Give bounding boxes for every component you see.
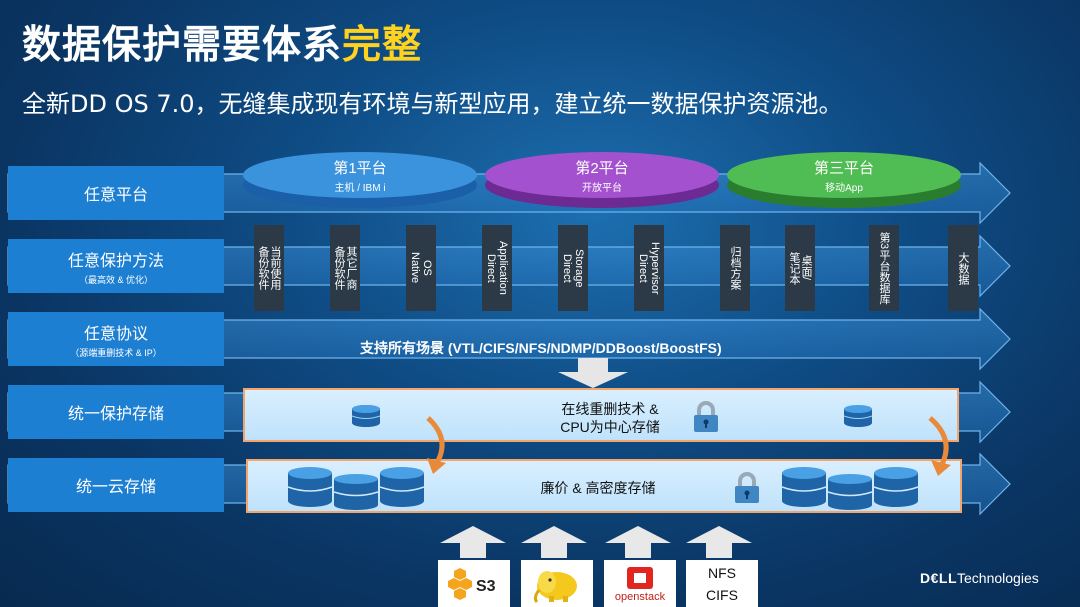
page-title: 数据保护需要体系完整 [22,23,423,68]
method-box: 当前使用 备份软件 [254,225,284,311]
nfs-cifs-label: NFS CIFS [706,564,738,603]
source-openstack: openstack [604,560,676,607]
dell-technologies-logo: D€LLTechnologies [920,570,1039,586]
up-arrow-2 [521,526,587,558]
cloud-storage-panel: 廉价 & 高密度存储 [246,459,962,513]
database-icon [351,405,381,427]
database-stack-icon [781,467,919,510]
protection-storage-panel: 在线重删技术 & CPU为中心存储 [243,388,959,442]
source-hadoop [521,560,593,607]
source-aws-s3: S3 [438,560,510,607]
method-box: Storage Direct [558,225,588,311]
platform-1: 第1平台 主机 / IBM i [243,152,477,208]
method-box: 归档方案 [720,225,750,311]
openstack-label: openstack [614,590,666,603]
down-arrow [558,358,628,388]
method-box: 第3平台数据库 [869,225,899,311]
page-subtitle: 全新DD OS 7.0，无缝集成现有环境与新型应用，建立统一数据保护资源池。 [22,90,843,118]
row-label-platform: 任意平台 [8,166,224,220]
s3-label: S3 [476,578,496,595]
protocol-text: 支持所有场景 (VTL/CIFS/NFS/NDMP/DDBoost/BoostF… [360,340,722,356]
aws-icon [448,567,472,600]
method-box: OS Native [406,225,436,311]
up-arrow-3 [605,526,671,558]
source-nfs-cifs: NFS CIFS [686,560,758,607]
method-box: 大数据 [948,225,978,311]
database-stack-icon [287,467,425,510]
openstack-icon [627,566,653,589]
row-label-protocol: 任意协议 （源端重删技术 & IP） [8,312,224,366]
method-box: 桌面/ 笔记本 [785,225,815,311]
method-box: Application Direct [482,225,512,311]
protection-storage-text: 在线重删技术 & CPU为中心存储 [560,401,660,435]
cloud-storage-text: 廉价 & 高密度存储 [540,480,656,496]
method-box: Hypervisor Direct [634,225,664,311]
up-arrow-4 [686,526,752,558]
row-label-method: 任意保护方法 （最高效 & 优化） [8,239,224,293]
lock-icon [735,472,759,503]
method-box: 其它厂商 备份软件 [330,225,360,311]
platform-2: 第2平台 开放平台 [485,152,719,208]
title-highlight: 完整 [342,23,423,68]
lock-icon [694,401,718,432]
platform-3: 第三平台 移动App [727,152,961,208]
up-arrow-1 [440,526,506,558]
hadoop-elephant-icon [533,570,577,603]
row-label-cloud-storage: 统一云存储 [8,458,224,512]
database-icon [843,405,873,427]
row-label-protection-storage: 统一保护存储 [8,385,224,439]
